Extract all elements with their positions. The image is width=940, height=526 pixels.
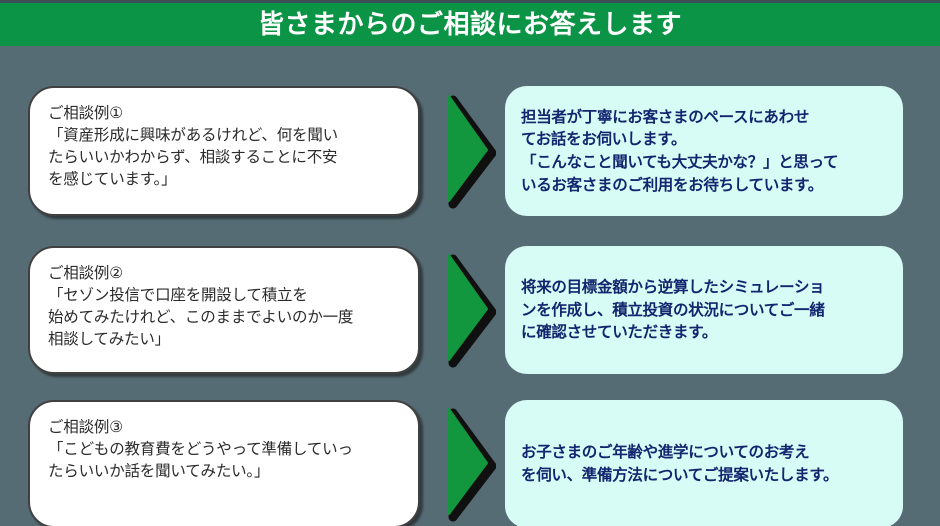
answer-text: 担当者が丁寧にお客さまのペースにあわせ てお話をお伺いします。 「こんなこと聞い… [521, 107, 839, 194]
answer-card: 将来の目標金額から逆算したシミュレーショ ンを作成し、積立投資の状況についてご一… [505, 246, 903, 374]
question-text: ご相談例③ 「こどもの教育費をどうやって準備していっ たらいいか話を聞いてみたい… [48, 418, 353, 480]
question-card: ご相談例② 「セゾン投信で口座を開設して積立を 始めてみたけれど、このままでよい… [28, 246, 420, 374]
answer-card: お子さまのご年齢や進学についてのお考え を伺い、準備方法についてご提案いたします… [505, 400, 903, 526]
page-title: 皆さまからのご相談にお答えします [257, 9, 682, 40]
question-text: ご相談例① 「資産形成に興味があるけれど、何を聞い たらいいかわからず、相談する… [48, 104, 338, 188]
arrow-right-icon [444, 246, 500, 374]
consultation-row: ご相談例② 「セゾン投信で口座を開設して積立を 始めてみたけれど、このままでよい… [0, 246, 940, 374]
answer-text: 将来の目標金額から逆算したシミュレーショ ンを作成し、積立投資の状況についてご一… [521, 278, 825, 342]
arrow-right-icon [444, 86, 500, 216]
header-banner: 皆さまからのご相談にお答えします [0, 3, 940, 46]
question-text: ご相談例② 「セゾン投信で口座を開設して積立を 始めてみたけれど、このままでよい… [48, 264, 354, 348]
answer-text: お子さまのご年齢や進学についてのお考え を伺い、準備方法についてご提案いたします… [521, 443, 839, 484]
consultation-row: ご相談例③ 「こどもの教育費をどうやって準備していっ たらいいか話を聞いてみたい… [0, 400, 940, 526]
arrow-right-icon [444, 400, 500, 526]
consultation-row: ご相談例① 「資産形成に興味があるけれど、何を聞い たらいいかわからず、相談する… [0, 86, 940, 216]
question-card: ご相談例③ 「こどもの教育費をどうやって準備していっ たらいいか話を聞いてみたい… [28, 400, 420, 526]
answer-card: 担当者が丁寧にお客さまのペースにあわせ てお話をお伺いします。 「こんなこと聞い… [505, 86, 903, 216]
top-edge-strip [0, 0, 940, 3]
question-card: ご相談例① 「資産形成に興味があるけれど、何を聞い たらいいかわからず、相談する… [28, 86, 420, 216]
